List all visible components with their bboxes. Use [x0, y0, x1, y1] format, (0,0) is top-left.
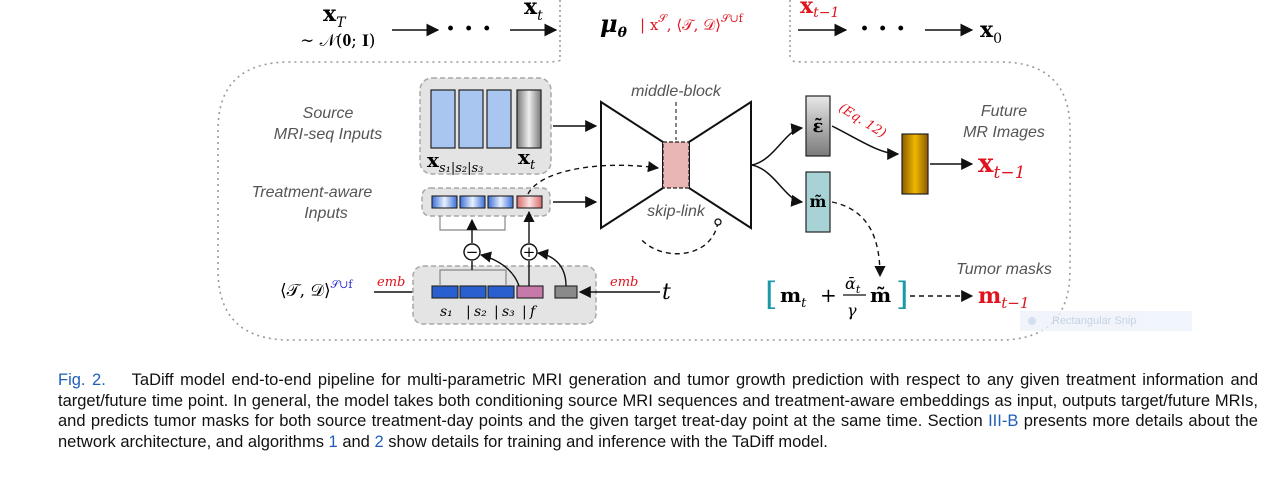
skip-link-dashed-loop — [639, 221, 719, 255]
minus-sign: − — [466, 243, 479, 261]
caption-link-algorithm-1[interactable]: 1 — [328, 432, 338, 451]
slot-sep-3: | — [522, 304, 527, 320]
formula-m: mt — [780, 283, 807, 311]
treatment-chip-2 — [459, 195, 486, 209]
future-mr-output — [901, 133, 929, 195]
caption-text-1: TaDiff model end-to-end pipeline for mul… — [58, 371, 1258, 430]
mu-condition: | x𝒮, ⟨𝒯, 𝒟⟩𝒮∪f — [640, 12, 744, 34]
formula-bracket-left: [ — [765, 275, 777, 313]
tumor-masks-label: Tumor masks — [956, 261, 1052, 278]
treatment-chip-target — [516, 195, 543, 209]
mask-hat-label: m̃ — [810, 192, 827, 211]
emb-right-label: emb — [610, 275, 638, 290]
treatment-dose-label: ⟨𝒯, 𝒟⟩𝒮∪f — [280, 278, 353, 301]
mri-slice-s2 — [458, 89, 484, 149]
caption-link-algorithm-2[interactable]: 2 — [374, 432, 384, 451]
snip-icon — [1028, 317, 1036, 325]
caption-figure-label: Fig. 2. — [58, 371, 106, 389]
top-chain: xT ∼ 𝒩(𝟎; 𝐈) · · · xt μθ | x𝒮, ⟨𝒯, 𝒟⟩𝒮∪f… — [300, 0, 1002, 60]
emb-bracket — [439, 269, 507, 286]
caption-link-section[interactable]: III-B — [988, 412, 1019, 430]
slot-sep-2: | — [494, 304, 499, 320]
arrow-f-to-minus — [479, 251, 520, 287]
source-xt-label: xt — [518, 145, 536, 173]
future-x-label: xt−1 — [978, 149, 1025, 183]
skip-link-dashed-in — [527, 161, 660, 195]
future-label-2: MR Images — [963, 124, 1045, 141]
slot-label-f: f — [529, 304, 538, 320]
emb-slot-s2 — [459, 285, 487, 299]
source-label-2: MRI-seq Inputs — [274, 126, 382, 143]
treatment-label-2: Inputs — [304, 205, 348, 222]
caption-text-2: presents more details about the network … — [58, 412, 1258, 451]
skip-link-node — [714, 218, 722, 226]
arrow-eps-to-future — [831, 125, 900, 160]
prior-label: ∼ 𝒩(𝟎; 𝐈) — [300, 31, 375, 51]
plus-sign: + — [523, 243, 536, 261]
slot-sep-1: | — [466, 304, 471, 320]
dots-right: · · · — [860, 14, 905, 44]
formula-gamma: γ — [847, 301, 857, 320]
treatment-chip-3 — [487, 195, 514, 209]
formula-alpha: ᾱt — [845, 274, 861, 296]
caption-text-4: show details for training and inference … — [383, 432, 828, 451]
mask-output — [805, 171, 831, 233]
formula-bracket-right: ] — [896, 275, 908, 313]
pipeline-diagram: xT ∼ 𝒩(𝟎; 𝐈) · · · xt μθ | x𝒮, ⟨𝒯, 𝒟⟩𝒮∪f… — [217, 0, 1071, 341]
mri-slice-s3 — [486, 89, 512, 149]
middle-block — [662, 141, 690, 189]
arrow-to-eps — [751, 123, 804, 166]
mri-slice-s1 — [430, 89, 456, 149]
future-label-1: Future — [981, 103, 1027, 120]
skip-link-label: skip-link — [647, 203, 706, 220]
source-label-1: Source — [303, 105, 354, 122]
arrow-mask-to-formula — [831, 201, 886, 278]
rectangular-snip-overlay[interactable]: Rectangular Snip — [1020, 311, 1192, 331]
emb-slot-s3 — [487, 285, 515, 299]
middle-block-label: middle-block — [631, 83, 722, 100]
figure-caption: Fig. 2. TaDiff model end-to-end pipeline… — [58, 370, 1258, 452]
treatment-chip-1 — [431, 195, 458, 209]
slot-label-s2: s₂ — [474, 304, 487, 320]
emb-left-label: emb — [377, 275, 405, 290]
eq-ref: (Eq. 12) — [836, 101, 889, 142]
time-embedding-slot — [554, 285, 578, 299]
x-0-label: x0 — [980, 17, 1002, 47]
caption-text-3: and — [337, 432, 375, 451]
mri-slice-xt — [516, 89, 542, 149]
emb-slot-s1 — [431, 285, 459, 299]
emb-slot-f — [516, 285, 544, 299]
snip-label: Rectangular Snip — [1052, 315, 1137, 327]
arrow-to-mask — [751, 164, 804, 207]
mask-out-label: mt−1 — [978, 283, 1029, 312]
t-label: t — [662, 280, 671, 305]
treatment-aware-group — [421, 187, 551, 217]
x-t-minus-1-top: xt−1 — [800, 0, 839, 21]
slot-label-s1: s₁ — [440, 304, 453, 320]
source-seq-label: xs₁|s₂|s₃ — [427, 148, 483, 176]
formula-plus: + — [820, 283, 837, 307]
arrow-t-to-plus — [536, 248, 567, 287]
epsilon-label: ε̃ — [813, 116, 824, 137]
epsilon-output — [805, 95, 831, 157]
mu-theta: μθ — [600, 9, 628, 41]
dots-left: · · · — [446, 14, 491, 44]
treatment-label-1: Treatment-aware — [252, 184, 373, 201]
slot-label-s3: s₃ — [502, 304, 515, 320]
x-t-label: xt — [524, 0, 543, 24]
pipeline-figure: xT ∼ 𝒩(𝟎; 𝐈) · · · xt μθ | x𝒮, ⟨𝒯, 𝒟⟩𝒮∪f… — [217, 0, 1071, 341]
x-T-label: xT — [323, 1, 347, 31]
formula-m-hat: m̃ — [870, 283, 891, 307]
